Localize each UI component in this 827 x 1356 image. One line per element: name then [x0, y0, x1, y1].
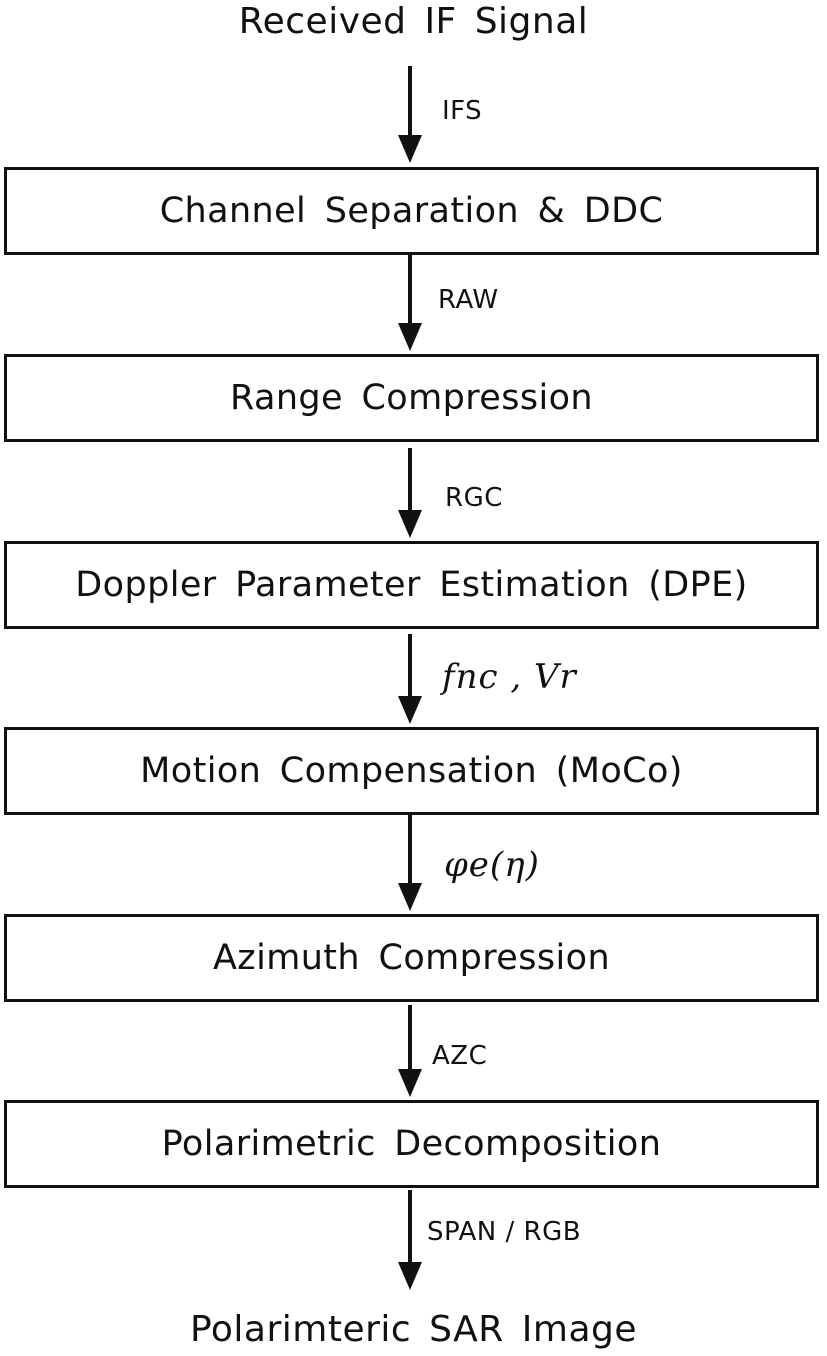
edge-label-span-rgb: SPAN / RGB	[427, 1217, 582, 1247]
step-polarimetric-decomposition: Polarimetric Decomposition	[4, 1100, 819, 1188]
step-label: Azimuth Compression	[212, 938, 611, 978]
edge-label-azc: AZC	[432, 1041, 488, 1071]
step-label: Polarimetric Decomposition	[161, 1124, 662, 1164]
step-channel-separation: Channel Separation & DDC	[4, 167, 819, 255]
step-label: Doppler Parameter Estimation (DPE)	[75, 565, 748, 605]
flow-arrow	[398, 815, 422, 911]
step-label: Range Compression	[230, 378, 593, 418]
flow-arrow	[398, 255, 422, 351]
output-image-label: Polarimteric SAR Image	[189, 1309, 638, 1350]
input-signal-label: Received IF Signal	[238, 1, 589, 42]
step-doppler-parameter-estimation: Doppler Parameter Estimation (DPE)	[4, 541, 819, 629]
edge-label-rgc: RGC	[445, 483, 503, 513]
step-label: Motion Compensation (MoCo)	[140, 751, 683, 791]
flow-arrow	[398, 1005, 422, 1097]
step-motion-compensation: Motion Compensation (MoCo)	[4, 727, 819, 815]
step-azimuth-compression: Azimuth Compression	[4, 914, 819, 1002]
edge-label-doppler-params: fnc , Vr	[442, 657, 577, 697]
flow-arrow	[398, 66, 422, 163]
edge-label-ifs: IFS	[442, 96, 483, 126]
edge-label-raw: RAW	[438, 285, 499, 315]
edge-label-phase-error: φe(η)	[444, 845, 540, 885]
flow-arrow	[398, 448, 422, 538]
step-range-compression: Range Compression	[4, 354, 819, 442]
flow-arrow	[398, 1190, 422, 1290]
flow-arrow	[398, 634, 422, 724]
step-label: Channel Separation & DDC	[159, 191, 664, 231]
